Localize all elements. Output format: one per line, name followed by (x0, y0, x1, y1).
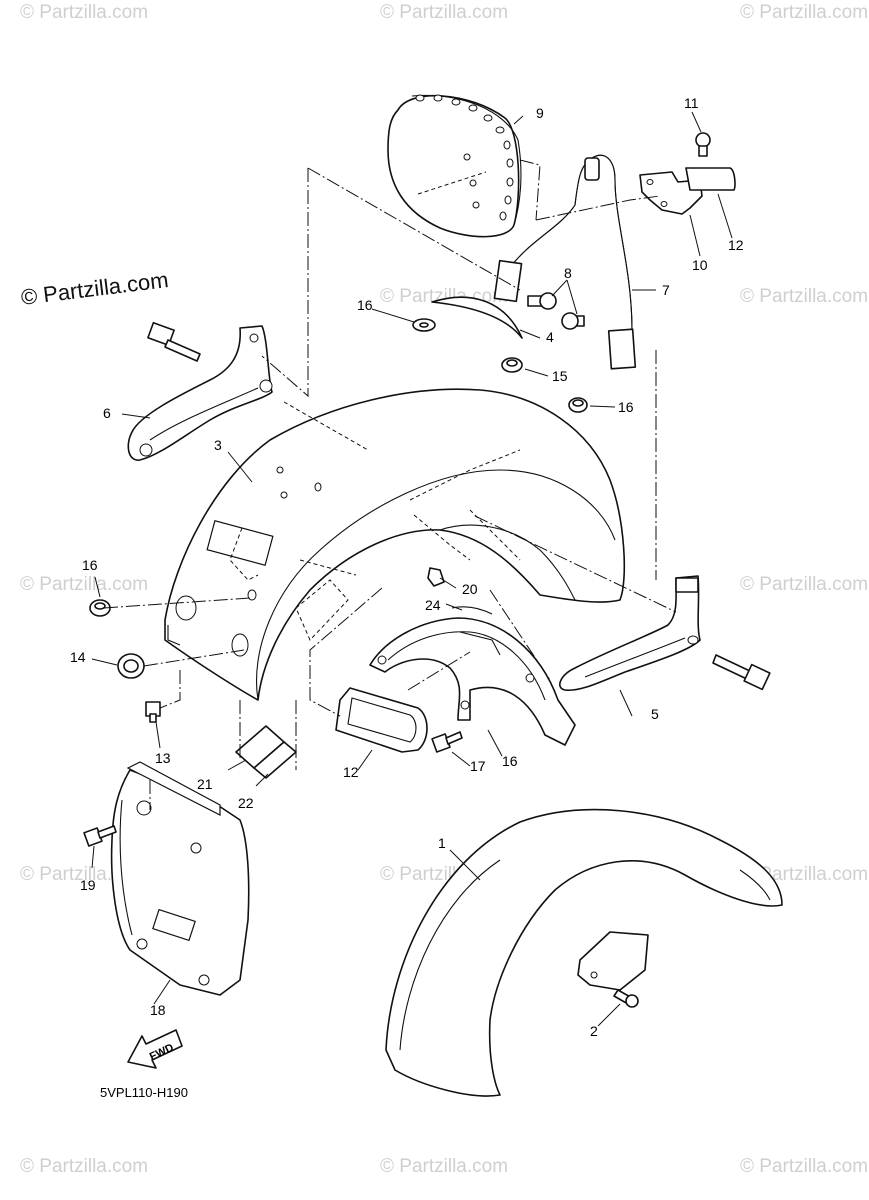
callout-12: 12 (728, 237, 744, 253)
part-2-bolt (613, 989, 639, 1008)
part-6-left-support (127, 325, 273, 461)
diagram-code: 5VPL110-H190 (100, 1085, 188, 1100)
callout-24: 24 (425, 597, 441, 613)
callout-20: 18 (150, 1002, 166, 1018)
part-7-backrest-bar (493, 154, 637, 370)
part-18-inner-fender (369, 617, 576, 746)
callout-18: 16 (502, 753, 518, 769)
callout-23: 21 (197, 776, 213, 792)
callout-11: 11 (684, 95, 699, 111)
callout-19: 17 (470, 758, 486, 774)
part-14-reflector (335, 687, 428, 753)
part-16-grommets (89, 357, 588, 617)
part-23-tapes (235, 725, 297, 779)
callout-14: 12 (343, 764, 359, 780)
callout-10: 10 (692, 257, 708, 273)
assembly-lines (103, 159, 677, 810)
part-21-bolt (83, 825, 117, 847)
callout-13: 13 (155, 750, 171, 766)
watermark: © Partzilla.com (740, 1156, 868, 1177)
part-8-bolts (527, 292, 585, 330)
callout-16: 16 (618, 399, 634, 415)
callout-4: 4 (546, 329, 554, 345)
brand-mark: © Partzilla.com (20, 267, 170, 310)
callout-8: 8 (564, 265, 572, 281)
part-13-bolt (145, 701, 161, 723)
watermark: © Partzilla.com (380, 2, 508, 23)
part-10-bracket (639, 171, 703, 215)
callout-21: 19 (80, 877, 96, 893)
part-20-side-cover (110, 761, 250, 996)
watermark: © Partzilla.com (740, 286, 868, 307)
watermark: © Partzilla.com (20, 2, 148, 23)
callout-22: 20 (462, 581, 478, 597)
watermark: © Partzilla.com (740, 574, 868, 595)
part-5-right-support (559, 575, 701, 692)
watermark: © Partzilla.com (740, 2, 868, 23)
part-17-washer (412, 318, 436, 332)
callout-17: 16 (357, 297, 373, 313)
callouts: 9 11 8 7 12 10 16 4 15 16 6 3 16 20 24 1… (70, 95, 744, 1039)
watermark: © Partzilla.com (380, 1156, 508, 1177)
part-4-trim (431, 296, 523, 339)
part-1-bracket (577, 931, 649, 991)
callout-6: 6 (103, 405, 111, 421)
callout-5: 5 (651, 706, 659, 722)
callout-7: 7 (662, 282, 670, 298)
part-3-rear-fender (164, 388, 626, 701)
callout-9: 9 (536, 105, 544, 121)
part-24-clip (451, 606, 493, 615)
part-1-front-fender (385, 808, 783, 1097)
fwd-arrow-icon: FWD (127, 1029, 183, 1069)
support-6-bolt (147, 321, 201, 362)
part-22-clip (427, 567, 445, 587)
part-15-plug (117, 653, 145, 679)
watermark: © Partzilla.com (20, 574, 148, 595)
callout-1: 1 (438, 835, 446, 851)
callout-16: 16 (82, 557, 98, 573)
callout-15: 14 (70, 649, 86, 665)
watermark: © Partzilla.com (20, 1156, 148, 1177)
callout-2: 2 (590, 1023, 598, 1039)
callout-16: 15 (552, 368, 568, 384)
part-9-backrest-pad (387, 94, 522, 238)
leader-lines (91, 111, 733, 1027)
part-11-bolt (695, 132, 711, 157)
callout-23: 22 (238, 795, 254, 811)
support-5-bolt (712, 654, 771, 691)
callout-3: 3 (214, 437, 222, 453)
part-12-plate (685, 167, 736, 191)
part-19-bolt (431, 731, 463, 753)
